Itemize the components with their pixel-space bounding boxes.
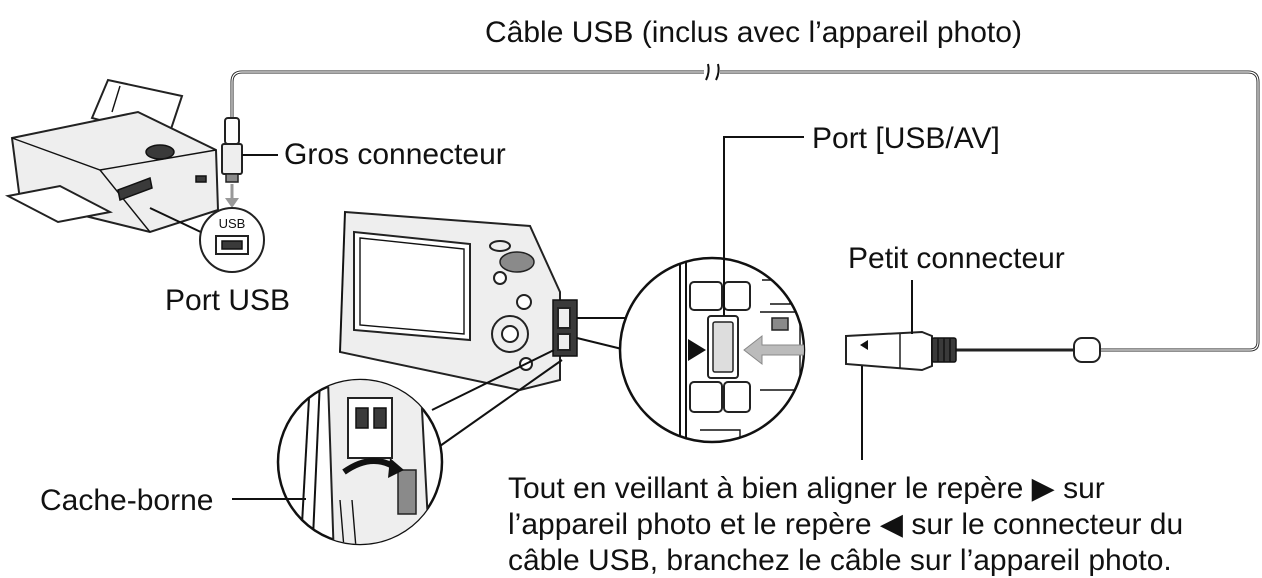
big-connector-label: Gros connecteur xyxy=(284,138,506,171)
cable-break-mark xyxy=(704,63,720,81)
port-usb-callout: USB xyxy=(149,207,265,273)
usb-cable xyxy=(230,63,1260,363)
instruction-line-3: câble USB, branchez le câble sur l’appar… xyxy=(508,544,1172,577)
terminal-cover-label: Cache-borne xyxy=(40,484,213,517)
usb-cable-label: Câble USB (inclus avec l’appareil photo) xyxy=(485,16,1022,49)
big-usb-plug-icon xyxy=(221,117,243,208)
zoom-lines-port xyxy=(576,317,628,351)
port-usb-label: Port USB xyxy=(165,284,290,317)
port-usb-av-leader xyxy=(723,136,804,316)
small-connector-label: Petit connecteur xyxy=(848,242,1065,275)
small-usb-plug-icon xyxy=(845,330,957,372)
terminal-cover-callout xyxy=(276,349,563,546)
port-detail-callout xyxy=(618,256,806,444)
port-usb-av-label: Port [USB/AV] xyxy=(812,122,1000,155)
arrow-right-marker xyxy=(688,339,706,361)
ferrite-core xyxy=(1073,337,1101,363)
instruction-line-2: l’appareil photo et le repère ◀ sur le c… xyxy=(508,508,1183,541)
camera-icon xyxy=(338,210,578,392)
port-usb-badge: USB xyxy=(219,216,246,231)
instruction-line-1: Tout en veillant à bien aligner le repèr… xyxy=(508,472,1105,505)
printer-icon xyxy=(4,78,220,234)
arrow-left-marker xyxy=(860,340,868,350)
